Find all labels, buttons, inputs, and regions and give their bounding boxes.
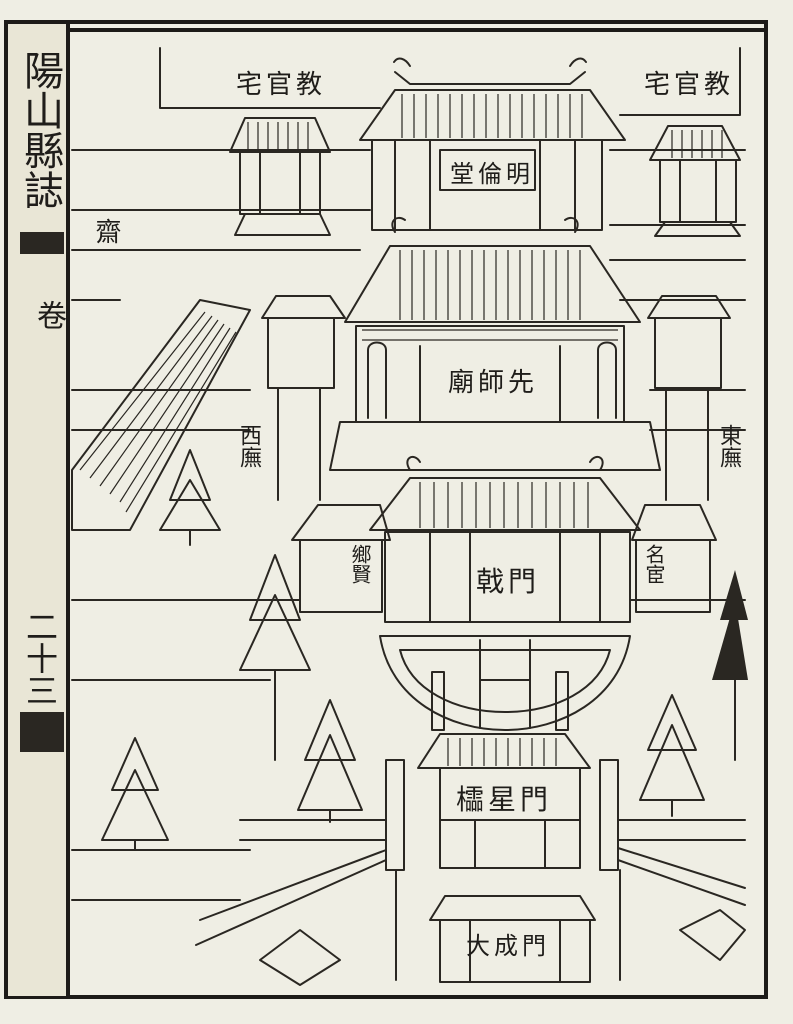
pine-tree-6 xyxy=(712,570,748,761)
pine-tree-3 xyxy=(101,737,169,851)
residence-label-left: 宅官教 xyxy=(236,70,327,100)
study-hall-label: 齋 xyxy=(91,218,121,244)
left-pavilion xyxy=(229,117,331,236)
lingxing-gate xyxy=(385,671,619,871)
side-buildings xyxy=(261,295,731,501)
hall-label-left: 鄉賢 xyxy=(348,544,372,584)
semicircle-pond xyxy=(379,635,631,731)
page-number: 二十三 xyxy=(21,610,59,706)
pine-tree-5 xyxy=(639,694,705,817)
fishtail-mark-bottom xyxy=(20,712,64,752)
xianshi-temple xyxy=(329,216,661,471)
hall-label-right: 名宦 xyxy=(642,544,666,584)
gazetteer-title: 陽山縣誌 xyxy=(17,50,63,210)
diagonal-hall xyxy=(71,299,251,531)
dacheng-gate-label: 大成門 xyxy=(466,932,550,960)
residence-wall xyxy=(159,47,381,109)
xianshi-temple-label: 廟師先 xyxy=(448,368,539,398)
ji-gate xyxy=(291,455,717,623)
pine-tree-1 xyxy=(159,449,221,546)
pine-tree-2 xyxy=(239,554,311,761)
margin-strip xyxy=(8,24,68,996)
minglun-hall-label: 堂倫明 xyxy=(450,160,534,188)
gazetteer-section: 卷 xyxy=(31,300,66,330)
compound-walls xyxy=(71,149,371,301)
print-border xyxy=(4,20,768,999)
east-wing-label: 東廡 xyxy=(716,424,741,468)
ji-gate-label: 戟門 xyxy=(476,565,541,598)
right-pavilion xyxy=(649,125,741,237)
residence-label-right: 宅官教 xyxy=(644,70,735,100)
lingxing-gate-label: 櫺星門 xyxy=(456,783,553,816)
pine-tree-4 xyxy=(297,699,363,823)
dacheng-gate xyxy=(195,819,746,986)
west-wing-label: 西廡 xyxy=(236,424,261,468)
fishtail-mark-top xyxy=(20,232,64,254)
minglun-hall xyxy=(359,57,626,231)
